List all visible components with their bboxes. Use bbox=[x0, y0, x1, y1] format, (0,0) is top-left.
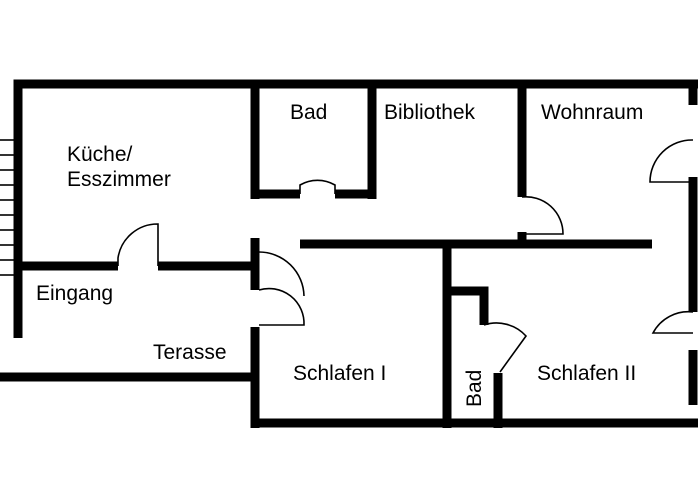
room-label-kitchen-line2: Esszimmer bbox=[67, 167, 171, 191]
room-label-bedroom2: Schlafen II bbox=[537, 362, 637, 385]
interior-walls bbox=[18, 84, 652, 428]
door-kitchen bbox=[117, 223, 159, 266]
room-label-bath-upper: Bad bbox=[290, 101, 328, 124]
room-label-bath-lower: Bad bbox=[463, 369, 486, 407]
room-label-entrance: Eingang bbox=[36, 282, 114, 305]
stairs bbox=[0, 139, 14, 276]
room-label-kitchen-line1: Küche/ bbox=[67, 143, 133, 166]
door-upper-bath bbox=[299, 179, 336, 194]
door-lower-bath bbox=[483, 322, 528, 373]
door-library bbox=[521, 195, 564, 235]
door-bedroom2 bbox=[651, 310, 694, 334]
room-label-bedroom1: Schlafen I bbox=[293, 362, 387, 385]
doors bbox=[117, 139, 694, 373]
room-label-library: Bibliothek bbox=[384, 101, 476, 124]
room-label-terrace: Terasse bbox=[153, 341, 227, 364]
door-hall bbox=[258, 251, 305, 297]
room-label-kitchen: Küche/ Esszimmer bbox=[67, 143, 171, 193]
outer-walls bbox=[0, 79, 698, 428]
room-label-living: Wohnraum bbox=[541, 101, 644, 124]
door-living bbox=[649, 139, 694, 183]
door-entrance bbox=[258, 287, 305, 326]
